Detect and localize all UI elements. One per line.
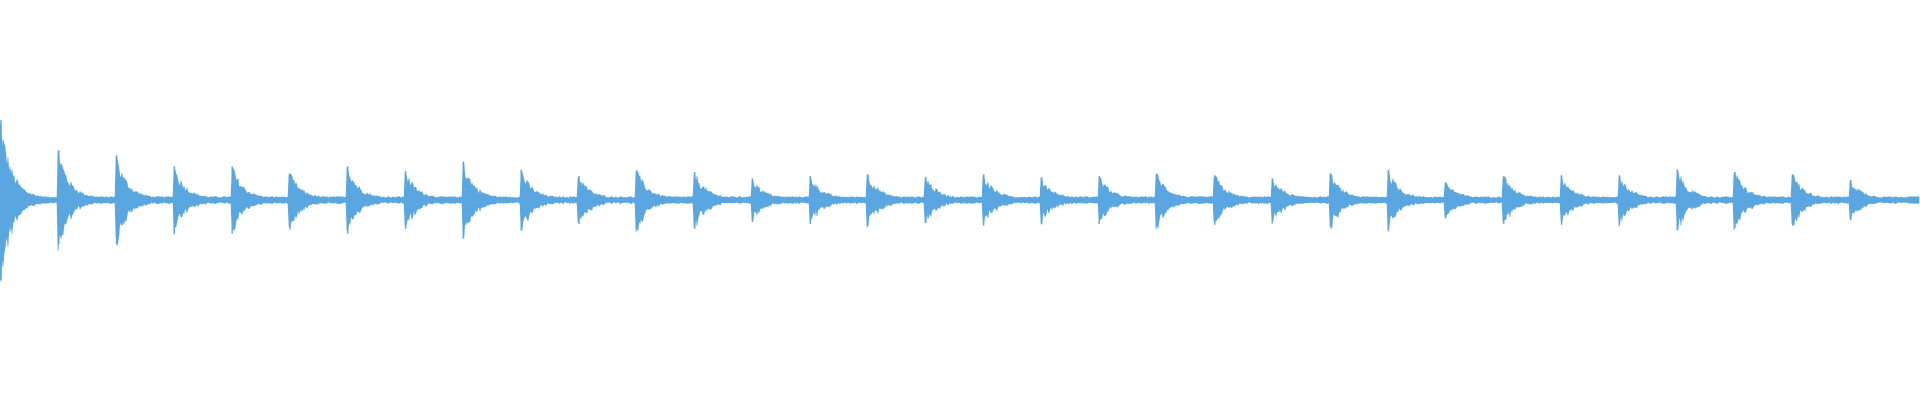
waveform-path [0,122,1920,282]
waveform-pulses [0,120,1920,282]
